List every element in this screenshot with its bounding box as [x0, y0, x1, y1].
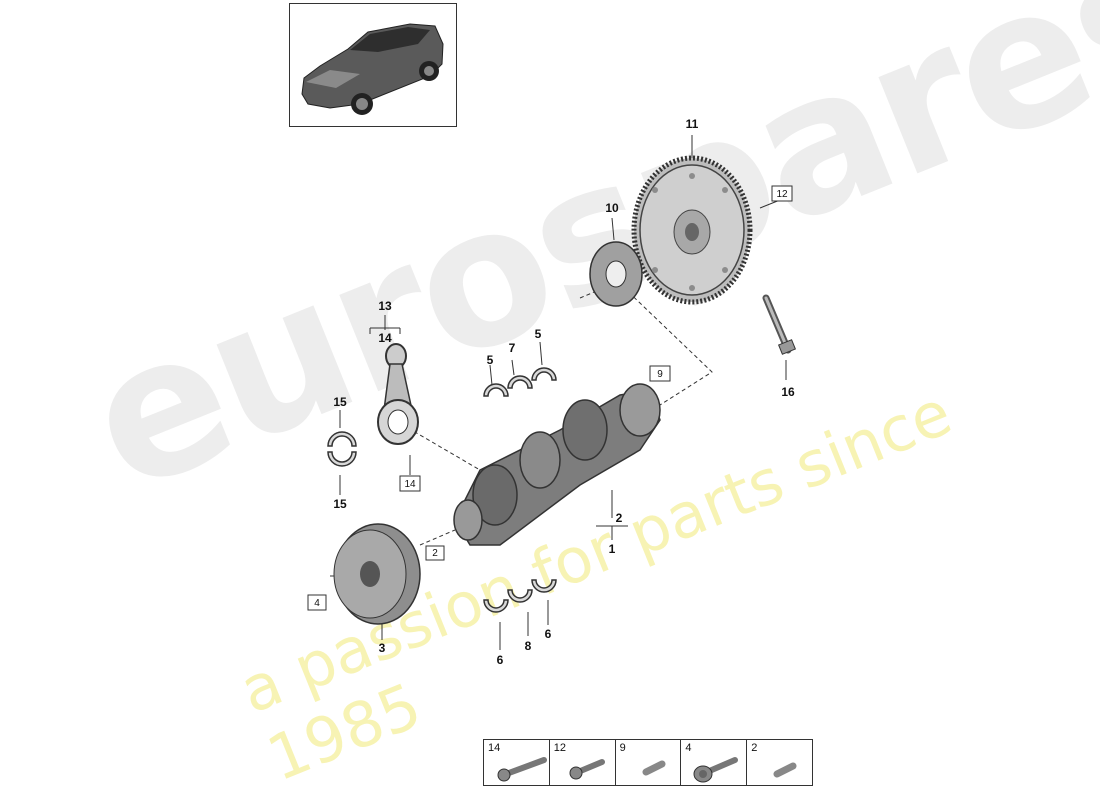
long-bolt-icon [497, 757, 547, 782]
svg-text:2: 2 [432, 548, 438, 559]
legend-number: 14 [488, 742, 501, 754]
flange-bolt-icon [693, 757, 739, 783]
connecting-rod [377, 343, 419, 445]
shaft [762, 294, 797, 355]
boxed-callout-9: 9 [649, 365, 671, 382]
legend-number: 4 [685, 742, 692, 754]
callout-16: 16 [781, 385, 795, 399]
svg-text:4: 4 [314, 598, 320, 609]
legend-item-4: 4 [681, 740, 748, 785]
callout-1: 1 [609, 542, 616, 556]
callout-5-right: 5 [535, 327, 542, 341]
callout-15-top: 15 [333, 395, 347, 409]
vehicle-thumbnail [289, 3, 457, 127]
stud-bolt-icon [773, 762, 797, 778]
flex-plate [589, 241, 643, 307]
fastener-legend: 14 12 9 4 2 [483, 739, 813, 786]
callout-8: 8 [525, 639, 532, 653]
boxed-callout-12: 12 [771, 185, 793, 202]
legend-number: 2 [751, 742, 758, 754]
legend-item-2: 2 [747, 740, 812, 785]
bearing-shells [327, 367, 557, 613]
crankshaft [453, 383, 661, 546]
svg-text:9: 9 [657, 369, 663, 380]
callout-6-right: 6 [545, 627, 552, 641]
bolt-icon [569, 759, 605, 780]
boxed-callout-4: 4 [307, 594, 327, 611]
legend-item-14: 14 [484, 740, 550, 785]
callout-10: 10 [605, 201, 619, 215]
callout-3: 3 [379, 641, 386, 655]
boxed-callout-2: 2 [425, 545, 445, 561]
callout-14: 14 [378, 331, 392, 345]
callout-2: 2 [616, 511, 623, 525]
boxed-callout-14: 14 [399, 475, 421, 492]
svg-text:14: 14 [404, 479, 416, 490]
car-suv-icon [301, 23, 444, 115]
callout-7: 7 [509, 341, 516, 355]
callout-13: 13 [378, 299, 392, 313]
legend-item-12: 12 [550, 740, 616, 785]
short-bolt-icon [642, 760, 666, 776]
callout-5-left: 5 [487, 353, 494, 367]
vibration-damper [333, 523, 421, 625]
callout-15-bottom: 15 [333, 497, 347, 511]
legend-number: 9 [619, 742, 626, 754]
legend-number: 12 [553, 742, 567, 754]
svg-text:12: 12 [776, 189, 788, 200]
legend-item-9: 9 [616, 740, 682, 785]
callout-6-left: 6 [497, 653, 504, 667]
callout-11: 11 [686, 117, 699, 131]
flywheel [631, 155, 753, 305]
